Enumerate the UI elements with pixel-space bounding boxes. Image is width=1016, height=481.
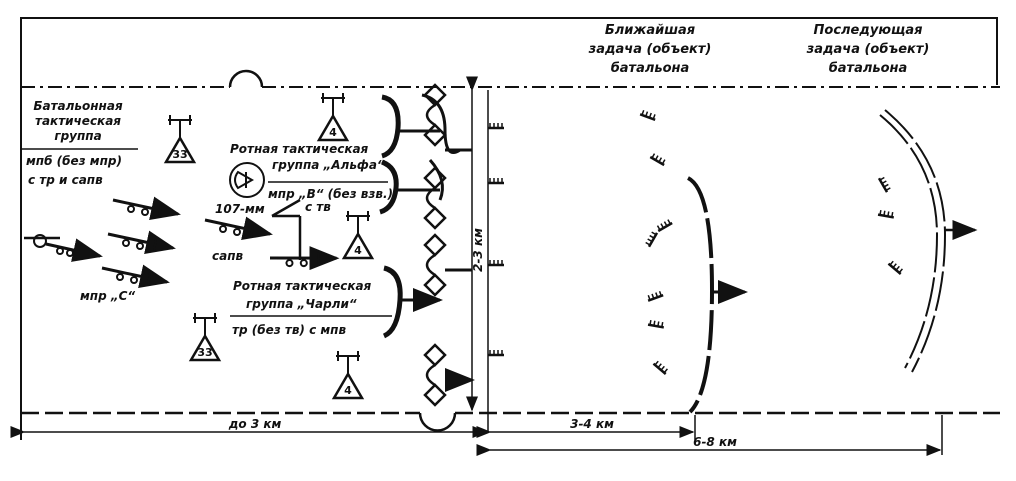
artillery-33-top: 33 [164,113,196,164]
nearest-task-header: Ближайшая задача (объект) батальона [588,23,712,76]
svg-text:33: 33 [172,148,187,161]
svg-text:мпб (без мпр): мпб (без мпр) [26,154,122,168]
company-alpha-label: Ротная тактическая группа „Альфа“ мпр „В… [230,142,393,214]
svg-text:Ротная тактическая: Ротная тактическая [233,279,372,293]
svg-text:Ближайшая: Ближайшая [605,23,695,38]
svg-text:Ротная тактическая: Ротная тактическая [230,142,369,156]
svg-text:Последующая: Последующая [814,23,923,38]
svg-text:6-8 км: 6-8 км [693,435,737,449]
svg-text:33: 33 [197,346,212,359]
svg-text:с тр и сапв: с тр и сапв [28,173,103,187]
svg-text:батальона: батальона [829,61,908,76]
svg-text:мпр „В“ (без взв.): мпр „В“ (без взв.) [268,187,393,201]
artillery-4-mid: 4 [342,209,374,260]
svg-text:4: 4 [344,384,352,397]
svg-text:Батальонная: Батальонная [33,99,123,113]
svg-text:задача (объект): задача (объект) [588,42,712,57]
company-charlie-label: Ротная тактическая группа „Чарли“ тр (бе… [230,279,392,337]
front-width-dimension: 2-3 км [466,76,489,432]
svg-text:до 3 км: до 3 км [228,417,282,431]
reserve-label: мпр „С“ [80,289,135,303]
artillery-4-top: 4 [317,91,349,142]
subsequent-task-header: Последующая задача (объект) батальона [806,23,930,76]
mortar-107mm: 107-мм [215,162,265,216]
svg-text:3-4 км: 3-4 км [570,417,614,431]
deployment-brackets [379,83,472,405]
battalion-group-label: Батальонная тактическая группа мпб (без … [21,99,138,187]
svg-text:2-3 км: 2-3 км [471,228,485,272]
artillery-4-bottom: 4 [332,349,364,400]
distance-subsequent: 6-8 км [476,415,943,456]
svg-text:задача (объект): задача (объект) [806,42,930,57]
sapper-label: сапв [212,249,244,263]
svg-text:группа „Альфа“: группа „Альфа“ [272,158,385,172]
subsequent-objective-line [879,109,978,373]
enemy-positions [486,108,906,376]
distance-to-start: до 3 км [10,417,488,438]
frame [20,17,1000,440]
march-columns [24,200,337,285]
svg-text:батальона: батальона [611,61,690,76]
artillery-33-bottom: 33 [189,311,221,362]
svg-text:с тв: с тв [305,200,331,214]
svg-text:тр (без тв) с мпв: тр (без тв) с мпв [232,323,346,337]
svg-text:тактическая: тактическая [35,114,121,128]
nearest-objective-line [686,176,748,414]
svg-text:4: 4 [354,244,362,257]
svg-text:4: 4 [329,126,337,139]
svg-text:группа: группа [54,129,101,143]
svg-text:группа „Чарли“: группа „Чарли“ [246,297,357,311]
svg-text:107-мм: 107-мм [215,202,265,216]
distance-nearest: 3-4 км [476,415,696,440]
